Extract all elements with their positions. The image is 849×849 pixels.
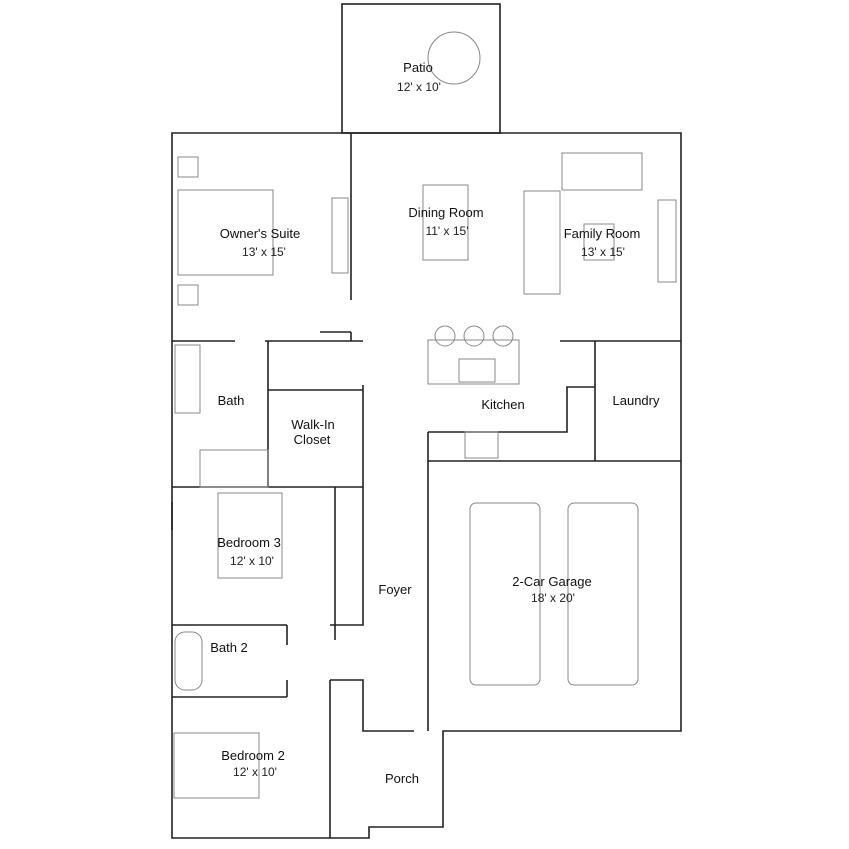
bedroom-2-bed [173,732,260,799]
porch-label: Porch [385,771,419,786]
bedroom-3-size: 12' x 10' [230,554,274,568]
furniture [173,31,677,799]
dining-room-label: Dining Room [408,205,483,220]
walls [171,3,682,839]
garage-label: 2-Car Garage [512,574,591,589]
labels: Patio 12' x 10' Owner's Suite 13' x 15' … [210,60,660,786]
kitchen-island [427,339,520,385]
bedroom-3-bed [217,492,283,579]
bath-vanity [174,344,201,414]
sofa-side [523,190,561,295]
patio-label: Patio [403,60,433,75]
patio-table [427,31,481,85]
garage-size: 18' x 20' [531,591,575,605]
bath-2-label: Bath 2 [210,640,248,655]
walk-in-closet-label: Walk-In [291,417,335,432]
kitchen-label: Kitchen [481,397,524,412]
stove-icon [464,431,499,459]
car-1 [469,502,541,686]
sink-icon [458,358,496,383]
bedroom-2-walls [329,679,414,838]
dining-table [422,184,469,261]
owners-suite-wall [320,133,352,341]
bedroom-3-walls [172,487,364,698]
bath-closet-walls [172,340,364,488]
bedroom-2-size: 12' x 10' [233,765,277,779]
family-room-size: 13' x 15' [581,245,625,259]
walk-in-closet-label-2: Closet [294,432,331,447]
dining-room-size: 11' x 15' [425,224,468,238]
car-2 [567,502,639,686]
sofa [561,152,643,191]
bathtub [174,631,203,691]
bedroom-3-label: Bedroom 3 [217,535,281,550]
patio-size: 12' x 10' [397,80,441,94]
kitchen-laundry-walls [427,340,681,731]
bath-label: Bath [218,393,245,408]
owners-suite-size: 13' x 15' [242,245,286,259]
laundry-label: Laundry [613,393,660,408]
exterior-wall [171,132,682,839]
shower [199,449,269,488]
bedroom-2-label: Bedroom 2 [221,748,285,763]
owner-bed [177,189,274,276]
family-room-label: Family Room [564,226,641,241]
tv-stand [331,197,349,274]
foyer-label: Foyer [378,582,412,597]
owners-suite-label: Owner's Suite [220,226,301,241]
